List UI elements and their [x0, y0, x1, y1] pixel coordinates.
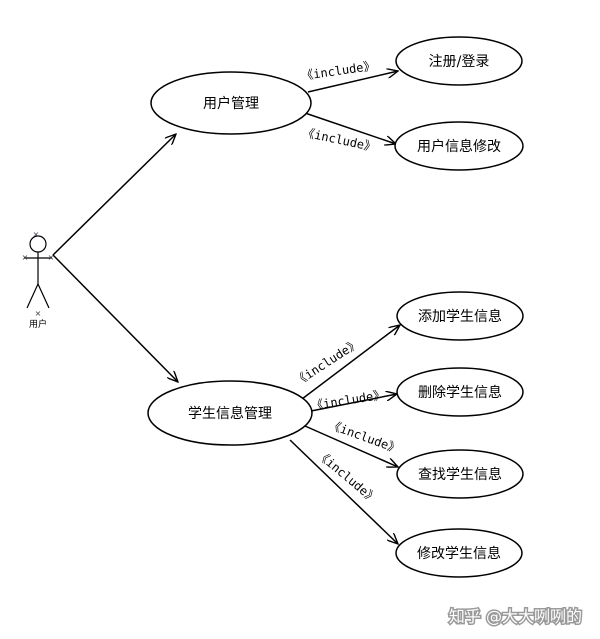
actor-handle-right: ×	[48, 253, 55, 262]
include-arrow-find-student	[304, 425, 398, 467]
use-case-student-mgmt-label: 学生信息管理	[188, 405, 272, 422]
use-case-register-login-label: 注册/登录	[429, 54, 490, 70]
use-case-add-student-label: 添加学生信息	[418, 308, 502, 325]
actor-label: 用户	[29, 318, 47, 330]
use-case-register-login[interactable]: 注册/登录	[395, 36, 523, 86]
use-case-edit-student[interactable]: 修改学生信息	[395, 528, 523, 578]
include-arrow-user-info-edit	[304, 112, 396, 144]
use-case-user-mgmt[interactable]: 用户管理	[150, 71, 312, 135]
association-user-mgmt	[52, 134, 176, 256]
include-arrow-add-student	[301, 325, 400, 400]
use-case-user-info-edit-label: 用户信息修改	[417, 138, 501, 155]
watermark-text: 知乎 @大大咧咧的	[449, 607, 582, 626]
include-label-user-info-edit: 《include》	[301, 125, 377, 154]
use-case-find-student[interactable]: 查找学生信息	[396, 449, 524, 499]
include-label-find-student: 《include》	[327, 418, 402, 457]
actor-handle-top: ×	[33, 230, 40, 239]
use-case-user-info-edit[interactable]: 用户信息修改	[394, 121, 524, 171]
include-arrow-delete-student	[305, 394, 397, 413]
include-arrow-register-login	[307, 71, 398, 93]
include-label-edit-student: 《include》	[314, 448, 380, 507]
include-label-delete-student: 《include》	[310, 387, 386, 412]
use-case-find-student-label: 查找学生信息	[418, 466, 502, 483]
use-case-edit-student-label: 修改学生信息	[417, 545, 501, 562]
use-case-student-mgmt[interactable]: 学生信息管理	[147, 380, 313, 446]
use-case-delete-student-label: 删除学生信息	[418, 384, 502, 401]
use-case-user-mgmt-label: 用户管理	[203, 95, 259, 112]
actor-user[interactable]: × × × × 用户	[22, 230, 55, 330]
association-student-mgmt	[52, 254, 178, 382]
use-case-delete-student[interactable]: 删除学生信息	[396, 367, 524, 417]
actor-handle-bottom: ×	[35, 309, 42, 318]
include-arrow-edit-student	[289, 439, 398, 544]
use-case-add-student[interactable]: 添加学生信息	[396, 291, 524, 341]
actor-handle-left: ×	[22, 253, 29, 262]
